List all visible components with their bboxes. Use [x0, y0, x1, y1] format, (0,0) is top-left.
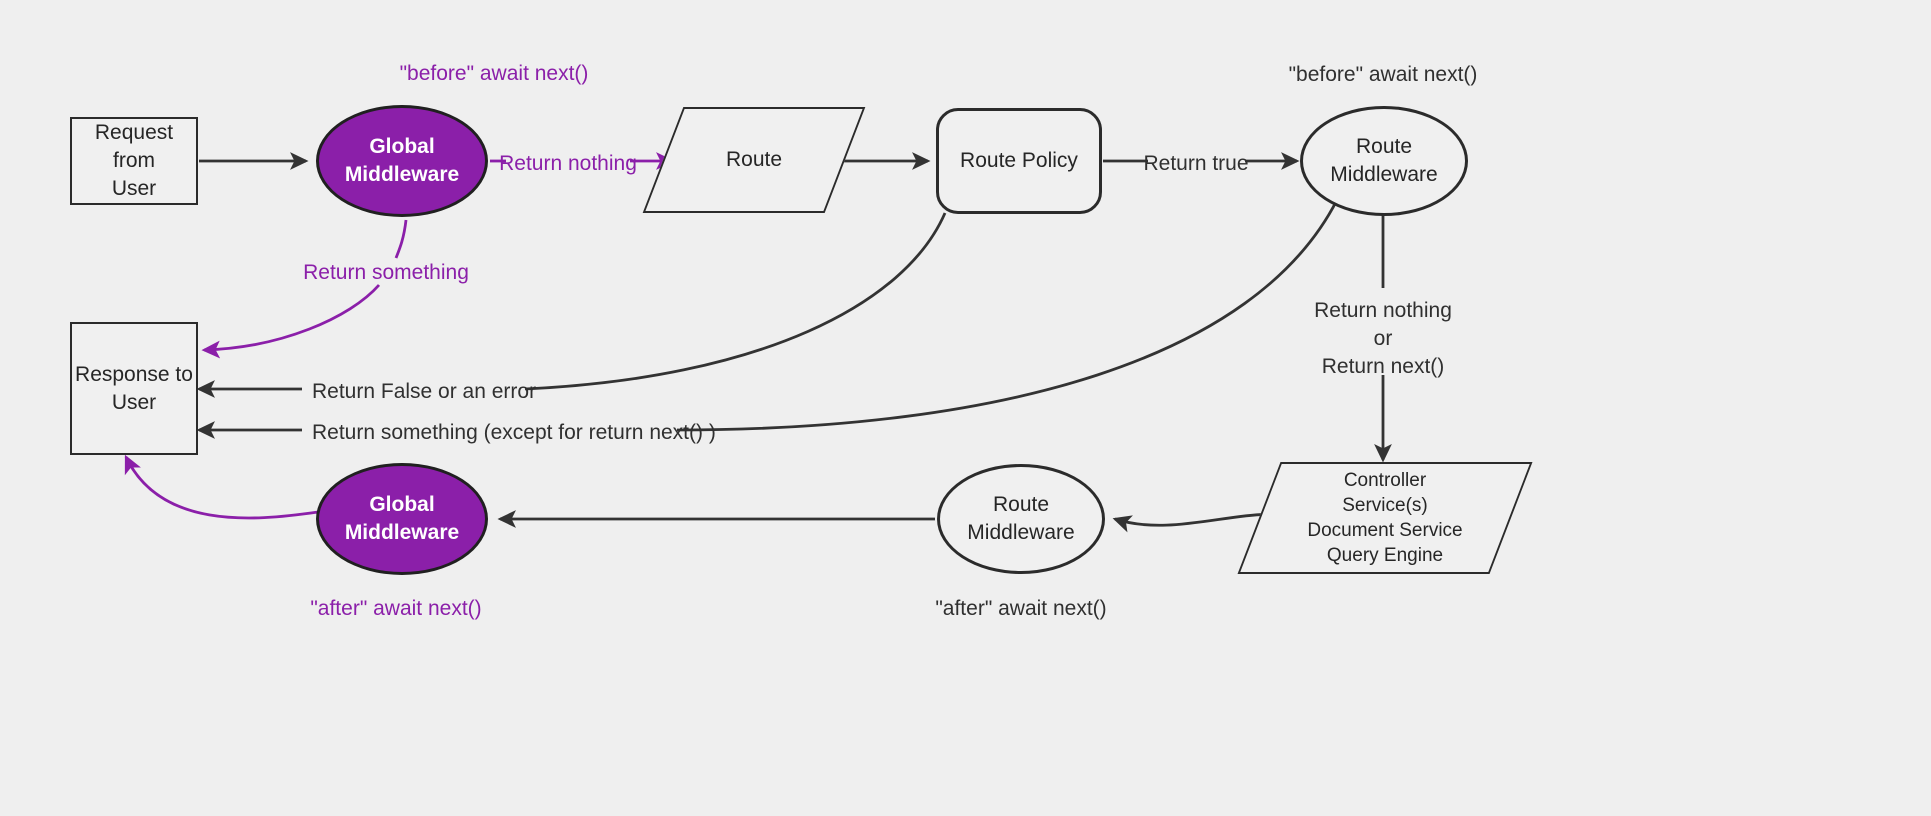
edge-label-return-nothing: Return nothing [499, 152, 637, 175]
node-request-from-user[interactable]: Request from User [70, 117, 198, 205]
edge-label-return-something: Return something [303, 261, 469, 284]
annotation-before-await-next-global: "before" await next() [399, 62, 589, 85]
edge-route-policy-to-response-curve [524, 212, 947, 391]
node-controller-line4: Query Engine [1326, 545, 1444, 567]
edge-label-return-false-or-error: Return False or an error [312, 380, 537, 403]
annotation-after-await-next-route: "after" await next() [935, 597, 1107, 620]
node-request-from-user-line1: Request from [94, 121, 174, 173]
node-route-middleware-top-line2: Middleware [1330, 163, 1438, 186]
edge-label-return-something-except: Return something (except for return next… [312, 421, 716, 444]
annotation-before-await-next-route: "before" await next() [1288, 63, 1478, 86]
node-route-middleware-bottom[interactable]: Route Middleware [937, 464, 1105, 574]
node-route-middleware-top[interactable]: Route Middleware [1300, 106, 1468, 216]
node-response-to-user-line2: User [111, 390, 157, 414]
node-controller-line2: Service(s) [1342, 494, 1428, 516]
edge-route-mw-to-response-curve [676, 199, 1339, 432]
edge-label-return-nothing-or-next-line2: or [1373, 327, 1393, 351]
node-global-middleware-top-line2: Middleware [344, 163, 460, 186]
node-response-to-user-line1: Response to [75, 362, 193, 386]
edge-global-mw-return-something-b [201, 284, 381, 359]
node-global-middleware-top-line1: Global [369, 135, 435, 159]
node-route-label: Route [725, 148, 783, 172]
edge-global-mw-return-something-a [394, 219, 408, 259]
annotation-after-await-next-global: "after" await next() [310, 597, 482, 620]
edge-label-return-true: Return true [1143, 152, 1249, 175]
node-response-to-user[interactable]: Response to User [70, 322, 198, 455]
edge-global-mw-bottom-to-response [124, 454, 319, 520]
node-route-policy[interactable]: Route Policy [936, 108, 1102, 214]
node-route-middleware-bottom-line1: Route [992, 493, 1050, 517]
node-route-middleware-top-line1: Route [1355, 135, 1413, 159]
edge-label-return-nothing-or-next: Return nothing or Return next() [1253, 297, 1513, 381]
node-controller-line3: Document Service [1307, 520, 1463, 541]
node-controller-line1: Controller [1343, 469, 1427, 491]
node-global-middleware-bottom-line1: Global [369, 493, 435, 517]
edge-label-return-nothing-or-next-line3: Return next() [1321, 355, 1445, 379]
node-route-middleware-bottom-line2: Middleware [967, 521, 1075, 544]
node-route[interactable]: Route [642, 107, 866, 213]
node-request-from-user-line2: User [111, 176, 157, 200]
node-controller-services-label: Controller Service(s) Document Service Q… [1259, 468, 1511, 568]
node-controller-services[interactable]: Controller Service(s) Document Service Q… [1237, 462, 1533, 574]
node-global-middleware-bottom[interactable]: Global Middleware [316, 463, 488, 575]
edge-label-return-nothing-or-next-line1: Return nothing [1314, 299, 1452, 322]
node-global-middleware-bottom-line2: Middleware [344, 521, 460, 544]
node-global-middleware-top[interactable]: Global Middleware [316, 105, 488, 217]
node-route-policy-label: Route Policy [960, 149, 1078, 173]
